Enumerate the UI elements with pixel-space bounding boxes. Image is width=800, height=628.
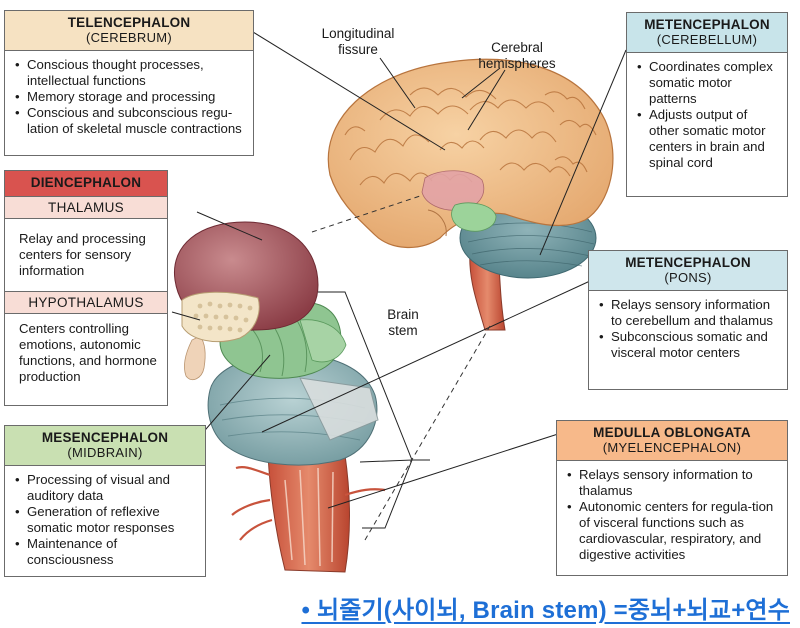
medulla-list: Relays sensory information to thalamus A…	[557, 461, 787, 568]
list-item: Adjusts output of other somatic motor ce…	[637, 107, 779, 170]
list-item: Coordinates complex somatic motor patter…	[637, 59, 779, 107]
brainstem-figure	[173, 221, 386, 573]
label-cerebral-hemispheres: Cerebral hemispheres	[478, 40, 556, 71]
medulla-header: MEDULLA OBLONGATA (MYELENCEPHALON)	[557, 421, 787, 462]
list-item: Memory storage and processing	[15, 89, 245, 105]
list-item: Processing of visual and auditory data	[15, 472, 197, 504]
hypothalamus-label: HYPOTHALAMUS	[5, 290, 167, 314]
list-item: Relays sensory information to thalamus	[567, 467, 779, 499]
medulla-title: MEDULLA OBLONGATA	[593, 425, 751, 440]
small-cerebrum	[327, 58, 614, 249]
cerebellum-subtitle: (CEREBELLUM)	[656, 31, 758, 47]
footer-text: • 뇌줄기(사이뇌, Brain stem) =중뇌+뇌교+연수	[301, 597, 790, 624]
label-longitudinal-fissure: Longitudinal fissure	[321, 26, 395, 57]
pons-title: METENCEPHALON	[625, 255, 751, 270]
label-brain-stem: Brain stem	[387, 307, 419, 338]
telencephalon-header: TELENCEPHALON (CEREBRUM)	[5, 11, 253, 52]
list-item: Subconscious somatic and visceral motor …	[599, 329, 779, 361]
medulla-subtitle: (MYELENCEPHALON)	[602, 439, 742, 455]
leader-lines	[171, 31, 627, 529]
metencephalon-pons-box: METENCEPHALON (PONS) Relays sensory info…	[588, 250, 788, 390]
small-midbrain	[451, 202, 497, 232]
diencephalon-box: DIENCEPHALON THALAMUS Relay and processi…	[4, 170, 168, 406]
diencephalon-header: DIENCEPHALON	[5, 171, 167, 197]
mesencephalon-title: MESENCEPHALON	[41, 430, 169, 445]
peduncle-cut	[299, 377, 379, 441]
mesencephalon-subtitle: (MIDBRAIN)	[67, 444, 143, 460]
list-item: Conscious and subconscious regu-lation o…	[15, 105, 245, 137]
footer-caption: • 뇌줄기(사이뇌, Brain stem) =중뇌+뇌교+연수	[175, 590, 790, 625]
mesencephalon-box: MESENCEPHALON (MIDBRAIN) Processing of v…	[4, 425, 206, 577]
metencephalon-cerebellum-box: METENCEPHALON (CEREBELLUM) Coordinates c…	[626, 12, 788, 197]
telencephalon-list: Conscious thought processes, intellectua…	[5, 51, 253, 142]
list-item: Generation of reflexive somatic motor re…	[15, 504, 197, 536]
pons-subtitle: (PONS)	[664, 269, 712, 285]
mesencephalon-header: MESENCEPHALON (MIDBRAIN)	[5, 426, 205, 467]
telencephalon-title: TELENCEPHALON	[67, 15, 191, 30]
pituitary-stalk	[184, 335, 206, 381]
list-item: Maintenance of consciousness	[15, 536, 197, 568]
thalamus-label: THALAMUS	[5, 196, 167, 219]
mesencephalon-list: Processing of visual and auditory data G…	[5, 466, 205, 573]
cerebellum-list: Coordinates complex somatic motor patter…	[627, 53, 787, 176]
hypothalamus-text: Centers controlling emotions, autonomic …	[19, 320, 157, 385]
list-item: Conscious thought processes, intellectua…	[15, 57, 245, 89]
telencephalon-subtitle: (CEREBRUM)	[85, 29, 173, 45]
medulla-shape	[267, 454, 351, 573]
pons-header: METENCEPHALON (PONS)	[589, 251, 787, 292]
diencephalon-title: DIENCEPHALON	[30, 175, 142, 190]
cerebellum-header: METENCEPHALON (CEREBELLUM)	[627, 13, 787, 54]
list-item: Autonomic centers for regula-tion of vis…	[567, 499, 779, 562]
pons-list: Relays sensory information to cerebellum…	[589, 291, 787, 366]
medulla-box: MEDULLA OBLONGATA (MYELENCEPHALON) Relay…	[556, 420, 788, 576]
whole-brain-figure	[327, 58, 614, 331]
telencephalon-box: TELENCEPHALON (CEREBRUM) Conscious thoug…	[4, 10, 254, 156]
thalamus-text: Relay and processing centers for sensory…	[19, 230, 146, 278]
list-item: Relays sensory information to cerebellum…	[599, 297, 779, 329]
small-diencephalon	[421, 170, 485, 211]
cerebellum-title: METENCEPHALON	[644, 17, 770, 32]
